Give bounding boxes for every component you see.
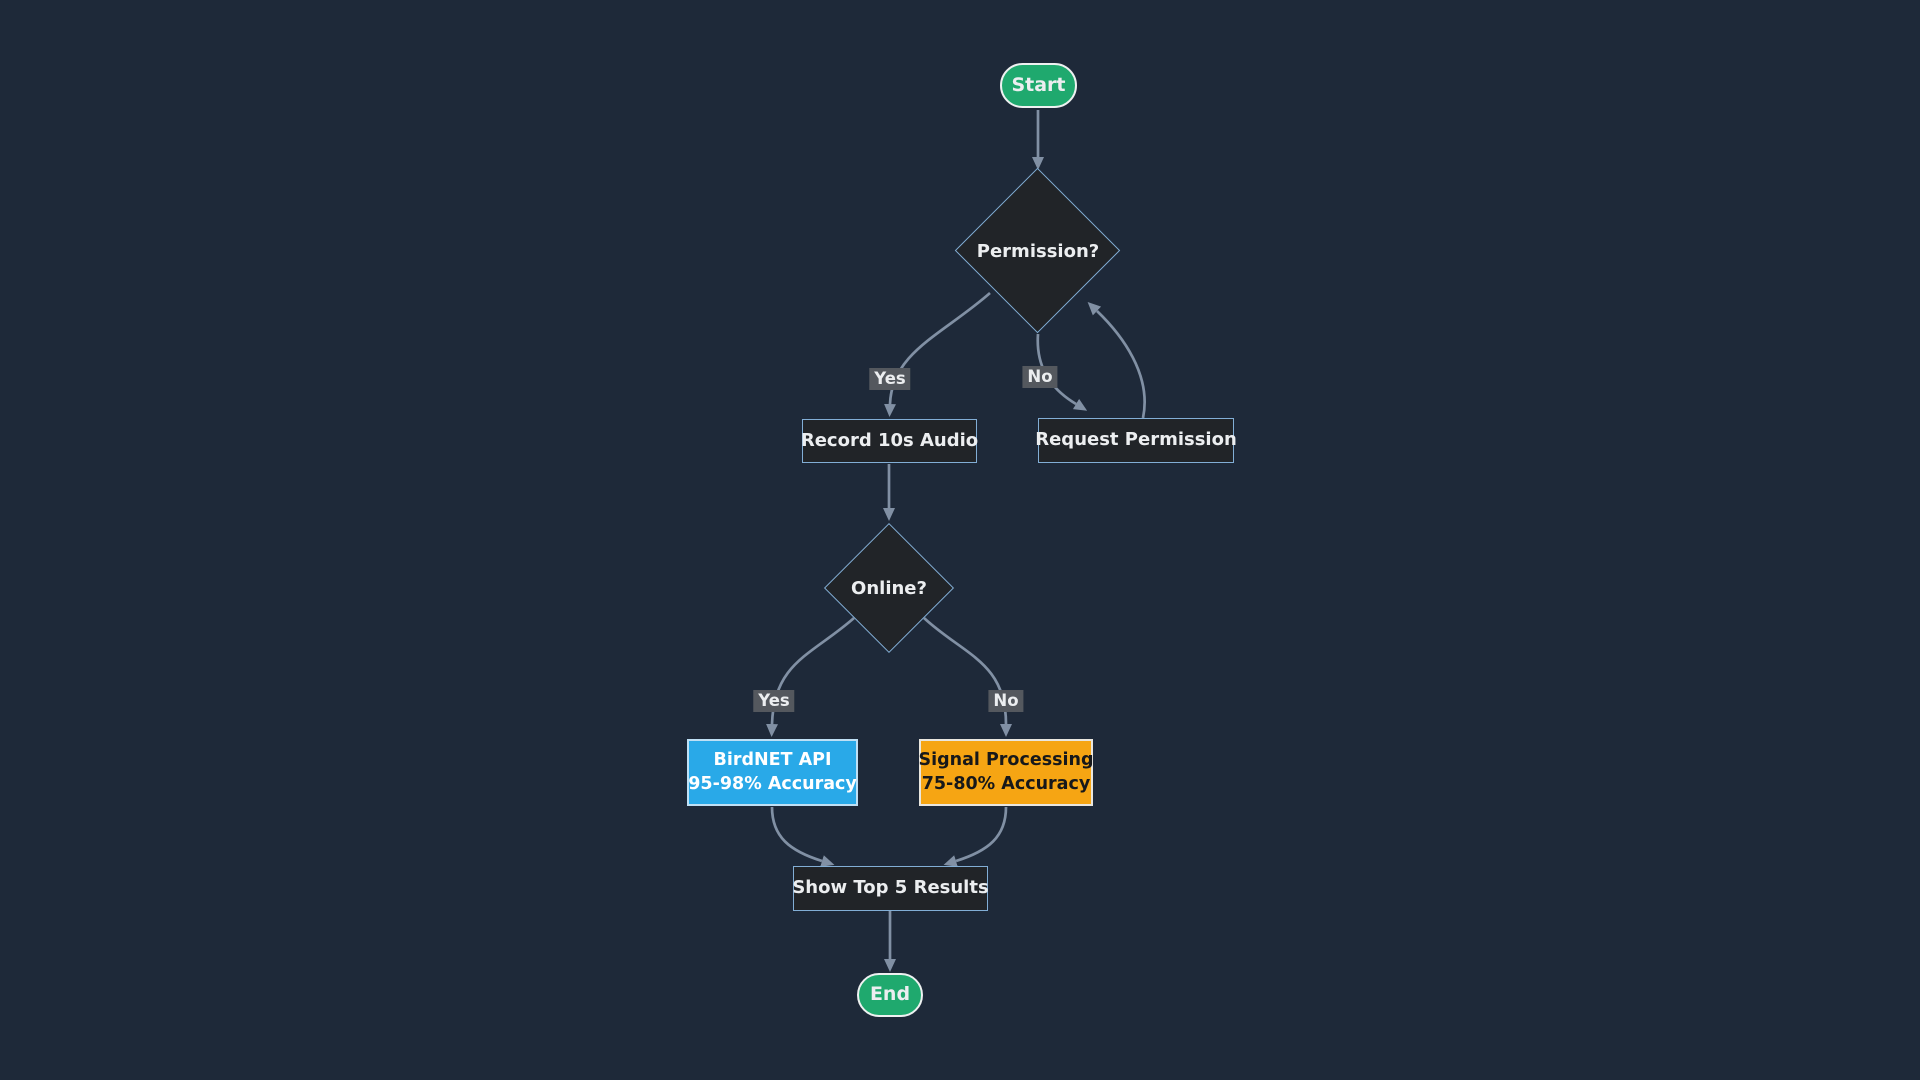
node-show-results-label: Show Top 5 Results (792, 877, 989, 899)
edge-label-permission-yes: Yes (869, 368, 911, 390)
node-birdnet-api-line1: BirdNET API (713, 749, 832, 770)
node-record-audio: Record 10s Audio (800, 419, 979, 463)
node-signal-processing-line2: 75-80% Accuracy (921, 773, 1091, 794)
node-end: End (857, 973, 923, 1017)
edge-request-back-to-permission (1087, 301, 1146, 419)
node-show-results: Show Top 5 Results (792, 866, 989, 911)
node-online: Online? (809, 578, 969, 599)
node-start-label: Start (1011, 73, 1066, 96)
edge-label-online-no: No (988, 690, 1024, 712)
node-request-permission: Request Permission (1035, 418, 1237, 463)
edge-birdnet-to-results (770, 806, 835, 867)
node-signal-processing-line1: Signal Processing (918, 749, 1094, 770)
node-start: Start (1000, 63, 1077, 108)
edge-label-permission-no: No (1022, 366, 1058, 388)
node-permission: Permission? (958, 241, 1118, 262)
node-birdnet-api: BirdNET API 95-98% Accuracy (687, 739, 858, 806)
node-request-permission-label: Request Permission (1035, 429, 1237, 451)
node-online-label: Online? (851, 578, 927, 599)
node-end-label: End (869, 983, 911, 1006)
node-record-audio-label: Record 10s Audio (800, 429, 979, 451)
node-birdnet-api-line2: 95-98% Accuracy (688, 773, 857, 794)
node-signal-processing: Signal Processing 75-80% Accuracy (918, 739, 1094, 806)
edge-label-online-yes: Yes (753, 690, 795, 712)
edge-signal-to-results (943, 806, 1008, 867)
node-permission-label: Permission? (976, 241, 1100, 262)
